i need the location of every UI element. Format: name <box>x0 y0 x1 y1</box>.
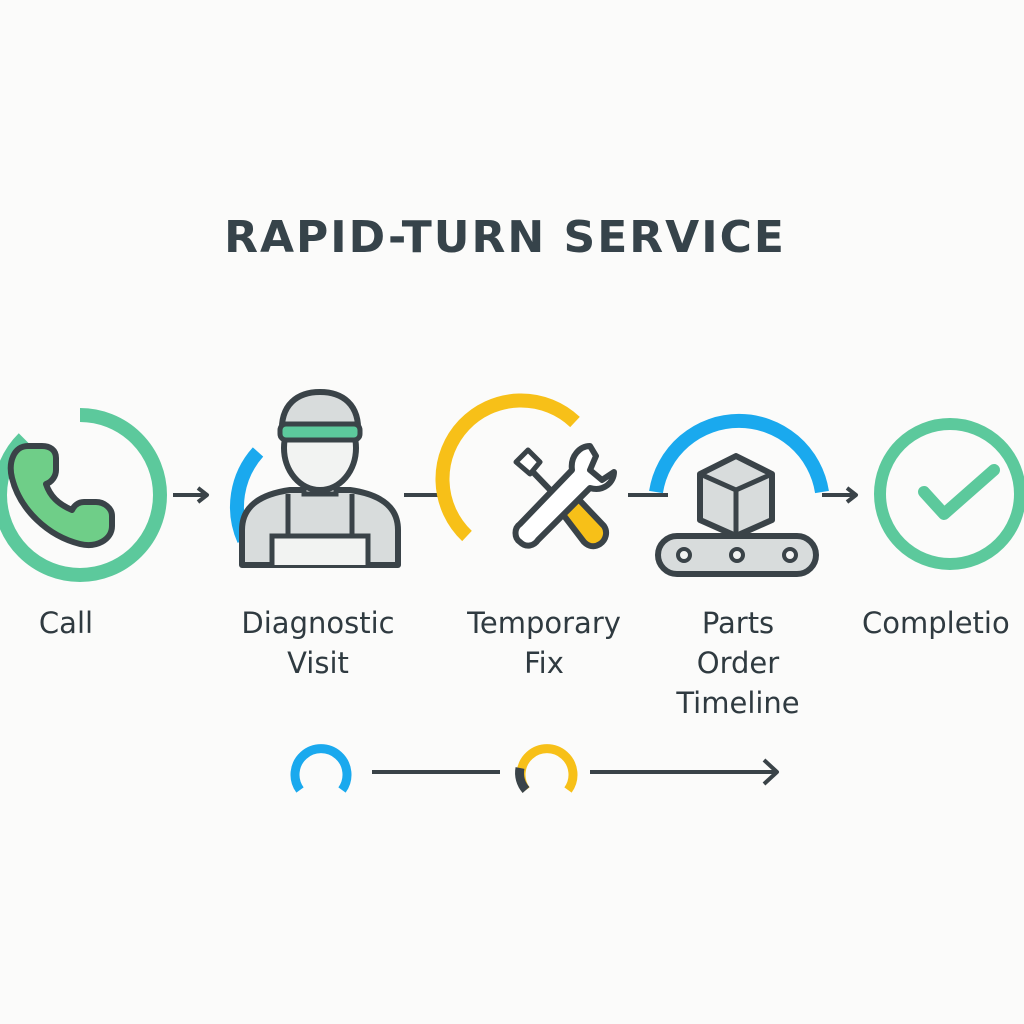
step-label-diagnostic-visit: Diagnostic Visit <box>198 603 438 683</box>
step-label-parts-order-timeline: Parts Order Timeline <box>618 603 858 723</box>
step-diagnostic-visit <box>230 389 401 568</box>
phone-icon <box>7 443 115 548</box>
arrow-parts-to-completion <box>822 486 858 504</box>
completion-ring <box>874 418 1024 570</box>
step-label-line: Timeline <box>676 686 800 720</box>
wrench-screwdriver-icon <box>512 443 617 550</box>
timeline-node-blue <box>290 744 352 793</box>
page-title: RAPID-TURN SERVICE <box>224 212 786 263</box>
parts-progress-arc <box>649 413 829 494</box>
bottom-timeline <box>290 744 779 793</box>
step-completion <box>874 418 1024 570</box>
conveyor-box-icon <box>655 453 819 577</box>
step-label-line: Parts <box>701 606 775 640</box>
checkmark-icon <box>918 464 1000 520</box>
technician-icon <box>239 389 401 568</box>
timeline-node-yellow <box>515 744 578 793</box>
step-label-line: Completio <box>862 606 1010 640</box>
step-label-line: Visit <box>287 646 349 680</box>
fix-progress-arc <box>435 393 580 542</box>
call-progress-ring <box>0 408 167 582</box>
step-label-line: Call <box>38 606 94 640</box>
step-label-completion: Completio <box>862 603 1024 643</box>
step-temporary-fix <box>435 393 617 550</box>
step-label-call: Call <box>0 603 186 643</box>
step-label-line: Order <box>696 646 780 680</box>
step-label-line: Fix <box>524 646 564 680</box>
step-label-temporary-fix: Temporary Fix <box>424 603 664 683</box>
step-parts-order-timeline <box>649 413 829 577</box>
step-call <box>0 408 167 582</box>
step-label-line: Temporary <box>467 606 621 640</box>
arrow-call-to-diagnostic <box>173 486 209 504</box>
step-label-line: Diagnostic <box>241 606 395 640</box>
